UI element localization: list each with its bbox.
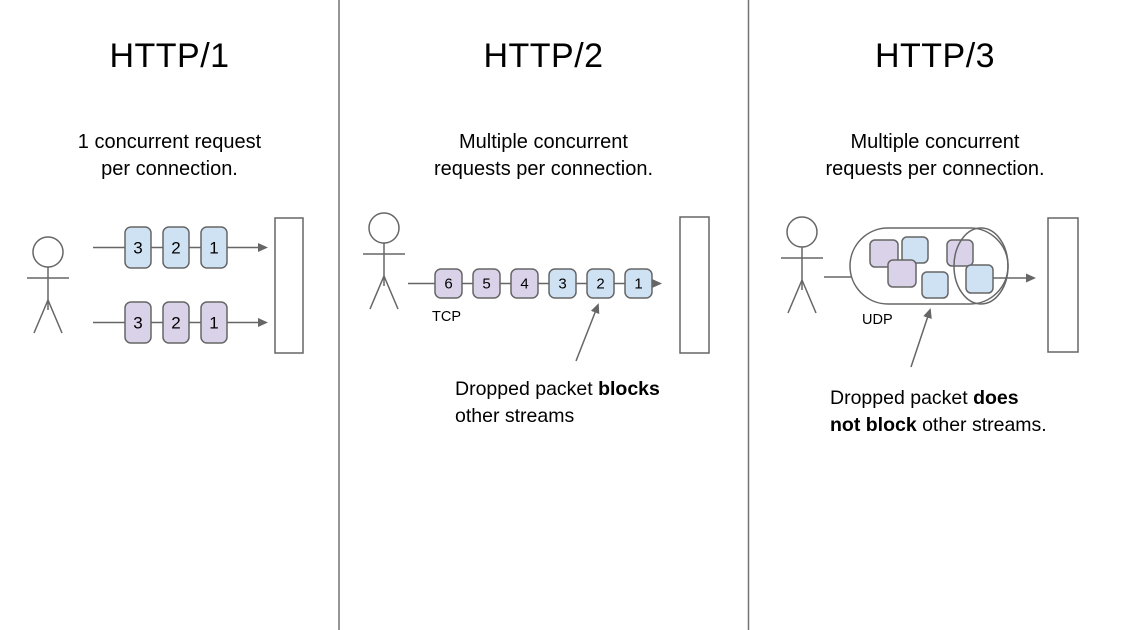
packet-box-blue bbox=[162, 226, 190, 269]
dropped-packet-pointer-http3 bbox=[910, 308, 932, 368]
http2-title: HTTP/2 bbox=[483, 37, 604, 75]
http2-note-line1: Dropped packet blocks bbox=[455, 378, 660, 400]
http3-subtitle-line2: requests per connection. bbox=[825, 158, 1045, 180]
http2-subtitle-line1: Multiple concurrent bbox=[459, 131, 628, 153]
packet-box-purple bbox=[946, 239, 974, 267]
packet-box-blue bbox=[921, 271, 949, 299]
packet-number: 3 bbox=[133, 238, 143, 257]
packet-box-purple bbox=[472, 268, 501, 299]
packet-number: 4 bbox=[520, 275, 529, 292]
packet-number: 3 bbox=[558, 275, 567, 292]
http2-dropped-packet-note: Dropped packet blocks other streams bbox=[455, 376, 705, 430]
packet-box-purple bbox=[162, 301, 190, 344]
packet-box-blue bbox=[624, 268, 653, 299]
udp-label: UDP bbox=[862, 312, 893, 328]
server-box-http1 bbox=[274, 217, 304, 354]
packet-number: 3 bbox=[133, 313, 143, 332]
http3-note-line1: Dropped packet does bbox=[830, 387, 1019, 409]
packet-box-blue bbox=[965, 264, 994, 294]
http1-subtitle-line2: per connection. bbox=[101, 158, 238, 180]
packet-box-blue bbox=[124, 226, 152, 269]
packet-number: 2 bbox=[171, 313, 181, 332]
http3-dropped-packet-note: Dropped packet does not block other stre… bbox=[830, 385, 1090, 439]
server-box-http3 bbox=[1047, 217, 1079, 353]
packet-box-blue bbox=[901, 236, 929, 264]
http2-note-line2: other streams bbox=[455, 405, 575, 427]
tcp-label: TCP bbox=[432, 309, 461, 325]
packet-box-purple bbox=[434, 268, 463, 299]
packet-number: 5 bbox=[482, 275, 491, 292]
http2-subtitle: Multiple concurrent requests per connect… bbox=[339, 129, 748, 183]
packet-box-blue bbox=[586, 268, 615, 299]
packet-box-blue bbox=[200, 226, 228, 269]
http2-subtitle-line2: requests per connection. bbox=[433, 158, 654, 180]
http3-subtitle: Multiple concurrent requests per connect… bbox=[748, 129, 1122, 183]
packet-number: 2 bbox=[171, 238, 181, 257]
client-stick-figure-http1 bbox=[26, 236, 70, 334]
packet-box-purple bbox=[510, 268, 539, 299]
http3-note-line2: not block other streams. bbox=[830, 414, 1047, 436]
http3-subtitle-line1: Multiple concurrent bbox=[850, 131, 1020, 153]
dropped-packet-pointer-http2 bbox=[575, 303, 600, 362]
tunnel-opening-ellipse bbox=[953, 227, 1009, 305]
packet-number: 2 bbox=[596, 275, 605, 292]
server-box-http2 bbox=[679, 216, 710, 354]
client-stick-figure-http3 bbox=[780, 216, 824, 314]
packet-box-purple bbox=[200, 301, 228, 344]
packet-number: 6 bbox=[444, 275, 453, 292]
packet-number: 1 bbox=[209, 313, 219, 332]
packet-box-purple bbox=[887, 259, 917, 288]
packet-box-purple bbox=[124, 301, 152, 344]
packet-number: 1 bbox=[634, 275, 643, 292]
http3-title: HTTP/3 bbox=[874, 37, 996, 75]
packet-number: 1 bbox=[209, 238, 219, 257]
http1-title: HTTP/1 bbox=[109, 37, 230, 75]
client-stick-figure-http2 bbox=[362, 212, 406, 310]
http1-subtitle-line1: 1 concurrent request bbox=[77, 131, 262, 153]
packet-box-blue bbox=[548, 268, 577, 299]
http1-subtitle: 1 concurrent request per connection. bbox=[0, 129, 339, 183]
